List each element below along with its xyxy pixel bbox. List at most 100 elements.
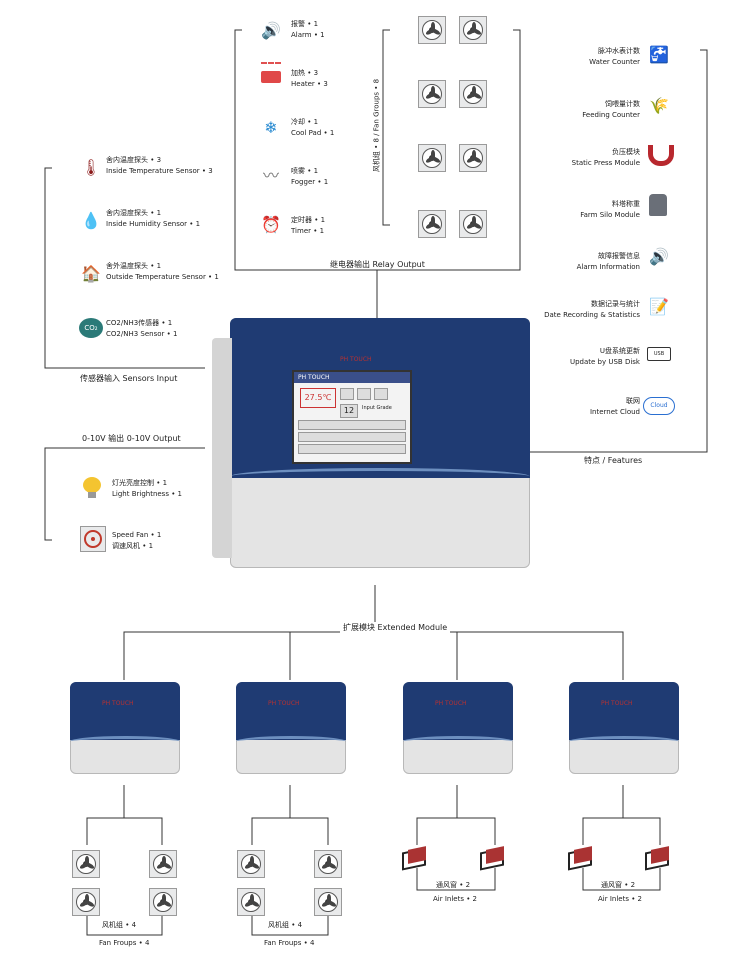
timer-icon: ⏰	[261, 215, 281, 234]
cool-pad-icon: ❄	[264, 118, 278, 137]
heater-icon	[259, 62, 283, 84]
feature-label-en: Static Press Module	[571, 159, 640, 167]
feature-item: 联网 Internet Cloud	[560, 396, 640, 418]
controller-brand: PH TOUCH	[340, 356, 372, 363]
module-label-en: Air Inlets • 2	[433, 895, 478, 903]
feature-item: 脉冲水表计数 Water Counter	[560, 46, 640, 68]
silo-icon	[649, 194, 667, 216]
sensor-label-cn: CO2/NH3传感器 • 1	[106, 319, 173, 327]
relay-label-cn: 报警 • 1	[291, 20, 319, 28]
sensor-label-cn: 舍内湿度探头 • 1	[106, 209, 162, 217]
feature-label-en: Date Recording & Statistics	[544, 311, 640, 319]
feature-label-cn: U盘系统更新	[599, 347, 640, 355]
module-brand: PH TOUCH	[102, 700, 134, 707]
screen-tile	[298, 432, 406, 442]
controller-wave-stripe	[230, 468, 530, 485]
feature-label-cn: 料塔称重	[612, 200, 640, 208]
feature-label-cn: 脉冲水表计数	[598, 47, 640, 55]
module-brand: PH TOUCH	[435, 700, 467, 707]
air-inlet-icon	[645, 846, 671, 871]
air-inlet-icon	[402, 846, 428, 871]
analog-label-en: Speed Fan • 1	[112, 531, 162, 539]
feature-label-en: Water Counter	[589, 58, 640, 66]
extended-section-label: 扩展模块 Extended Module	[340, 622, 451, 633]
fan-icon	[72, 850, 100, 878]
relay-label-cn: 加热 • 3	[291, 69, 319, 77]
speed-fan-icon	[80, 526, 106, 552]
module-wave-stripe	[236, 736, 346, 747]
feature-label-cn: 联网	[626, 397, 640, 405]
module-brand: PH TOUCH	[268, 700, 300, 707]
relay-item: 冷却 • 1 Cool Pad • 1	[291, 117, 334, 139]
feature-label-cn: 负压模块	[612, 148, 640, 156]
module-label-cn: 通风窗 • 2	[436, 881, 471, 889]
feature-label-en: Update by USB Disk	[569, 358, 640, 366]
screen-tile	[357, 388, 371, 400]
relay-item: 加热 • 3 Heater • 3	[291, 68, 328, 90]
screen-text: Input Grade	[362, 405, 392, 411]
thermometer-icon: 🌡	[80, 158, 102, 177]
feature-item: 负压模块 Static Press Module	[560, 147, 640, 169]
sensor-item: 舍内温度探头 • 3 Inside Temperature Sensor • 3	[106, 155, 213, 177]
controller-side	[212, 338, 232, 558]
screen-temperature: 27.5℃	[300, 388, 336, 408]
relay-item: 喷雾 • 1 Fogger • 1	[291, 166, 328, 188]
fan-icon	[149, 888, 177, 916]
module-label-en: Fan Froups • 4	[264, 939, 315, 947]
feature-item: 料塔称重 Farm Silo Module	[560, 199, 640, 221]
water-tap-icon: 🚰	[649, 45, 669, 64]
analog-label-en: Light Brightness • 1	[112, 490, 183, 498]
module-brand: PH TOUCH	[601, 700, 633, 707]
module-wave-stripe	[403, 736, 513, 747]
fan-icon	[418, 144, 446, 172]
humidity-icon: 💧	[81, 211, 101, 230]
module-label-en: Fan Froups • 4	[99, 939, 150, 947]
extended-module: PH TOUCH	[565, 682, 683, 782]
module-wave-stripe	[569, 736, 679, 747]
module-label-cn: 通风窗 • 2	[601, 881, 636, 889]
relay-label-en: Cool Pad • 1	[291, 129, 335, 137]
cloud-icon: Cloud	[643, 397, 675, 415]
feature-item: U盘系统更新 Update by USB Disk	[560, 346, 640, 368]
fan-icon	[314, 888, 342, 916]
extended-module: PH TOUCH	[66, 682, 184, 782]
fogger-icon: 〰	[262, 166, 279, 185]
feature-label-en: Feeding Counter	[582, 111, 640, 119]
sensor-label-cn: 舍内温度探头 • 3	[106, 156, 162, 164]
fan-groups-label: 风机组 • 8 / Fan Groups • 8	[372, 78, 381, 173]
controller-touchscreen: PH TOUCH 27.5℃ 12 Input Grade	[292, 370, 412, 464]
document-icon: 📝	[649, 297, 669, 316]
feature-item: 故障报警信息 Alarm Information	[560, 251, 640, 273]
extended-module: PH TOUCH	[399, 682, 517, 782]
air-inlet-icon	[480, 846, 506, 871]
fan-icon	[237, 850, 265, 878]
analog-item: 灯光亮度控制 • 1 Light Brightness • 1	[112, 478, 182, 500]
screen-tile	[374, 388, 388, 400]
fan-icon	[418, 80, 446, 108]
extended-module: PH TOUCH	[232, 682, 350, 782]
screen-header: PH TOUCH	[294, 372, 410, 383]
feature-label-en: Farm Silo Module	[580, 211, 640, 219]
fan-icon	[459, 16, 487, 44]
screen-tile	[340, 388, 354, 400]
usb-icon: USB	[647, 347, 671, 361]
alarm-icon: 🔊	[261, 21, 281, 40]
fan-icon	[149, 850, 177, 878]
speaker-icon: 🔊	[649, 247, 669, 266]
fan-icon	[418, 16, 446, 44]
sensor-item: 舍内湿度探头 • 1 Inside Humidity Sensor • 1	[106, 208, 200, 230]
analog-item: Speed Fan • 1 调速风机 • 1	[112, 530, 161, 552]
sensor-label-en: Inside Humidity Sensor • 1	[106, 220, 201, 228]
sensor-item: 舍外温度探头 • 1 Outside Temperature Sensor • …	[106, 261, 219, 283]
relay-section-label: 继电器输出 Relay Output	[330, 260, 425, 269]
module-label-cn: 风机组 • 4	[268, 921, 303, 929]
screen-tile	[298, 444, 406, 454]
feature-label-cn: 故障报警信息	[598, 252, 640, 260]
relay-label-en: Alarm • 1	[291, 31, 325, 39]
screen-tile	[298, 420, 406, 430]
sensors-section-label: 传感器输入 Sensors Input	[80, 374, 178, 383]
relay-label-cn: 喷雾 • 1	[291, 167, 319, 175]
module-front-panel	[569, 682, 679, 740]
screen-value: 12	[340, 404, 358, 418]
co2-icon: CO₂	[79, 318, 103, 338]
